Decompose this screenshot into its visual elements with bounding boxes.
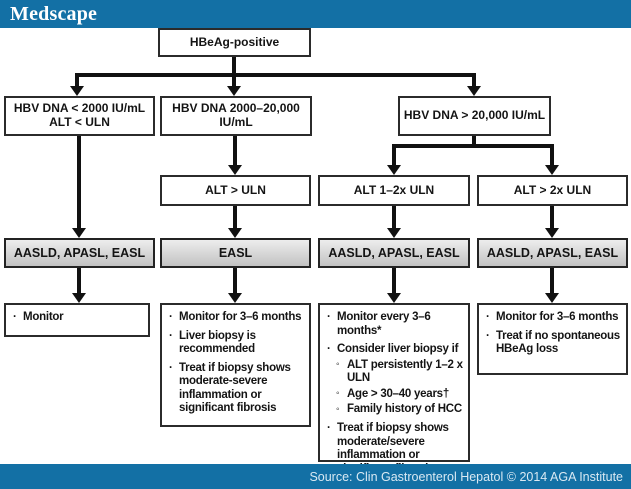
node-label: HBeAg-positive xyxy=(189,34,280,49)
arrowhead-alt12x-to-guideline xyxy=(387,228,401,238)
list-item: · Treat if no spontaneous HBeAg loss xyxy=(486,329,620,356)
node-label: AASLD, APASL, EASL xyxy=(13,245,146,260)
node-alt-gt-uln: ALT > ULN xyxy=(160,175,311,206)
arrowhead-dna-mid xyxy=(227,86,241,96)
node-recommendation-right: · Monitor for 3–6 months · Treat if no s… xyxy=(477,303,628,375)
bullet-icon: · xyxy=(13,311,17,323)
node-guideline-easl: EASL xyxy=(160,238,311,268)
list-item: · Liver biopsy is recommended xyxy=(169,329,256,356)
node-recommendation-easl: · Monitor for 3–6 months · Liver biopsy … xyxy=(160,303,311,427)
node-label: ALT > ULN xyxy=(205,182,266,197)
connector-guideline4-to-rec xyxy=(550,268,554,293)
node-label: HBV DNA > 20,000 IU/mL xyxy=(403,108,546,123)
node-label: EASL xyxy=(218,245,253,260)
list-item: · Treat if biopsy shows moderate-severe … xyxy=(169,361,291,415)
bullet-icon: · xyxy=(327,343,331,356)
sub-list-item: ◦ Age > 30–40 years† xyxy=(336,387,449,400)
node-label: ALT > 2x ULN xyxy=(513,182,592,197)
connector-high-bar xyxy=(392,144,554,148)
list-item: · Monitor xyxy=(13,311,64,323)
bullet-icon: · xyxy=(169,361,173,374)
connector-drop-alt-gt-2x xyxy=(550,148,554,165)
arrowhead-alt-gt-2x xyxy=(545,165,559,175)
node-hbv-dna-high: HBV DNA > 20,000 IU/mL xyxy=(398,96,551,136)
footer-bar: Source: Clin Gastroenterol Hepatol © 201… xyxy=(0,464,631,489)
connector-drop-alt-1-2x xyxy=(392,148,396,165)
node-label: AASLD, APASL, EASL xyxy=(328,245,460,260)
node-guideline-aasld-apasl-easl-2: AASLD, APASL, EASL xyxy=(318,238,470,268)
list-item: · Monitor for 3–6 months xyxy=(486,311,619,323)
connector-root-stem xyxy=(232,57,236,75)
connector-guideline2-to-rec xyxy=(233,268,237,293)
connector-guideline3-to-rec xyxy=(392,268,396,293)
sub-list-item: ◦ Family history of HCC xyxy=(336,403,462,416)
bullet-icon: · xyxy=(327,421,331,434)
node-alt-1-2x-uln: ALT 1–2x ULN xyxy=(318,175,470,206)
bullet-icon: · xyxy=(327,311,331,323)
subbullet-icon: ◦ xyxy=(336,388,340,400)
bullet-icon: · xyxy=(169,311,173,323)
list-item: · Consider liver biopsy if xyxy=(327,343,459,356)
node-guideline-aasld-apasl-easl-1: AASLD, APASL, EASL xyxy=(4,238,155,268)
node-label-line2: ALT < ULN xyxy=(49,115,110,129)
node-label-line1: HBV DNA < 2000 IU/mL xyxy=(13,101,146,116)
arrowhead-dna-high xyxy=(467,86,481,96)
node-recommendation-monitor: · Monitor xyxy=(4,303,150,337)
arrowhead-guideline4-to-rec xyxy=(545,293,559,303)
arrowhead-guideline3-to-rec xyxy=(387,293,401,303)
sub-list-item: ◦ ALT persistently 1–2 x ULN xyxy=(336,358,463,385)
arrowhead-alt-1-2x xyxy=(387,165,401,175)
node-alt-gt-2x-uln: ALT > 2x ULN xyxy=(477,175,628,206)
bullet-icon: · xyxy=(169,329,173,342)
list-item: · Monitor every 3–6 months* xyxy=(327,311,431,337)
bullet-icon: · xyxy=(486,311,490,323)
arrowhead-low-to-guideline xyxy=(72,228,86,238)
connector-high-stem xyxy=(472,136,476,148)
source-credit: Source: Clin Gastroenterol Hepatol © 201… xyxy=(309,469,623,484)
connector-root-bar xyxy=(75,73,476,77)
arrowhead-mid-to-alt xyxy=(228,165,242,175)
subbullet-icon: ◦ xyxy=(336,403,340,415)
bullet-icon: · xyxy=(486,329,490,342)
connector-alt-to-easl xyxy=(233,206,237,228)
node-hbv-dna-mid: HBV DNA 2000–20,000 IU/mL xyxy=(160,96,312,136)
arrowhead-alt2x-to-guideline xyxy=(545,228,559,238)
node-label: HBV DNA 2000–20,000 IU/mL xyxy=(172,101,300,129)
header-bar: Medscape xyxy=(0,0,631,28)
node-guideline-aasld-apasl-easl-3: AASLD, APASL, EASL xyxy=(477,238,628,268)
medscape-logo: Medscape xyxy=(10,2,98,25)
subbullet-icon: ◦ xyxy=(336,359,340,371)
arrowhead-alt-to-easl xyxy=(228,228,242,238)
node-recommendation-middle: · Monitor every 3–6 months* · Consider l… xyxy=(318,303,470,475)
node-hbeag-positive: HBeAg-positive xyxy=(158,28,311,57)
connector-mid-to-alt xyxy=(233,136,237,165)
connector-guideline1-to-rec xyxy=(77,268,81,293)
arrowhead-dna-low xyxy=(70,86,84,96)
node-label: AASLD, APASL, EASL xyxy=(486,245,619,260)
node-label: ALT 1–2x ULN xyxy=(353,182,435,197)
connector-alt2x-to-guideline xyxy=(550,206,554,228)
connector-low-to-guideline xyxy=(77,136,81,228)
connector-drop-dna-mid xyxy=(232,76,236,86)
connector-drop-dna-low xyxy=(75,76,79,86)
arrowhead-guideline2-to-rec xyxy=(228,293,242,303)
node-hbv-dna-low: HBV DNA < 2000 IU/mL ALT < ULN xyxy=(4,96,155,136)
connector-alt12x-to-guideline xyxy=(392,206,396,228)
list-item: · Monitor for 3–6 months xyxy=(169,311,302,323)
arrowhead-guideline1-to-rec xyxy=(72,293,86,303)
connector-drop-dna-high xyxy=(472,76,476,86)
